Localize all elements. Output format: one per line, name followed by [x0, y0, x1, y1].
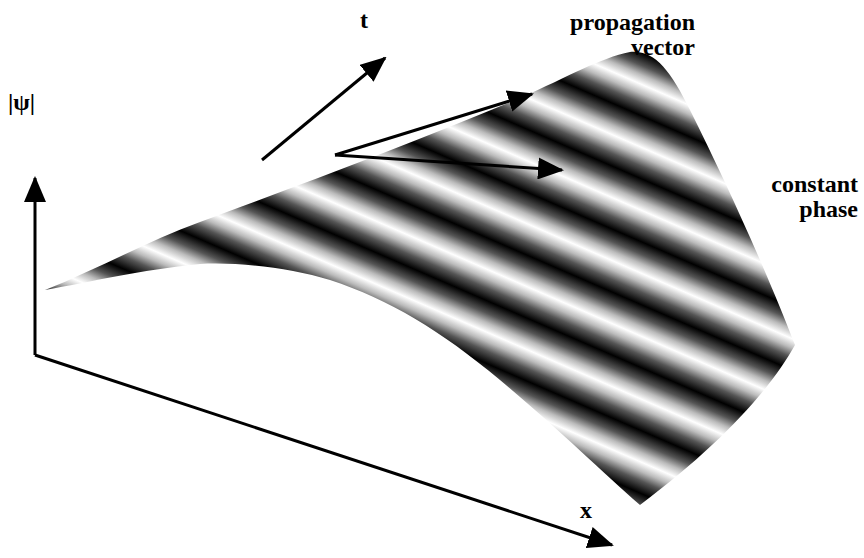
axis-label: |ψ| [8, 90, 68, 115]
propagation-arrow [335, 94, 532, 155]
propagation-arrow [335, 155, 562, 170]
phase-label: constant phase [744, 172, 858, 222]
axis-label: t [360, 8, 400, 33]
x-axis [35, 355, 612, 545]
vector-label: propagation vector [505, 10, 695, 60]
wave-surface [45, 52, 795, 505]
axis-label: x [580, 498, 620, 523]
psi-axis [34, 178, 37, 355]
